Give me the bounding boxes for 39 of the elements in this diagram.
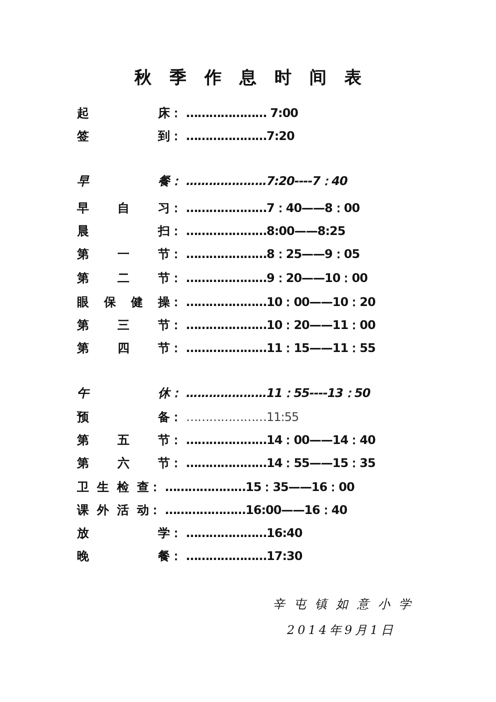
schedule-time: …………………14：00——14：40 <box>186 432 376 448</box>
schedule-item-label: 签到： <box>77 128 182 144</box>
schedule-time: …………………11:55 <box>186 410 299 424</box>
schedule-time: …………………7：40——8：00 <box>186 200 360 216</box>
document-title: 秋季作息时间表 <box>133 67 380 89</box>
schedule-time: …………………9：20——10：00 <box>186 270 368 286</box>
schedule-time: …………………10：00——10：20 <box>186 294 376 310</box>
schedule-item-label: 早餐： <box>77 172 182 190</box>
schedule-time: …………………8：25——9：05 <box>186 246 360 262</box>
schedule-item-label: 眼保健操： <box>77 294 182 310</box>
schedule-item-label: 课外活动： <box>77 502 161 518</box>
schedule-time: …………………7:20----7：40 <box>186 172 348 190</box>
schedule-item-label: 放学： <box>77 524 182 542</box>
schedule-time: …………………14：55——15：35 <box>186 454 376 472</box>
schedule-item-label: 第四节： <box>77 340 182 356</box>
schedule-item-label: 第六节： <box>77 454 182 472</box>
schedule-item-label: 预备： <box>77 408 182 426</box>
schedule-time: …………………11：15——11：55 <box>186 340 376 356</box>
schedule-item-label: 早自习： <box>77 200 182 216</box>
schedule-time: ………………… 7:00 <box>186 106 298 120</box>
schedule-item-label: 晨扫： <box>77 222 182 240</box>
schedule-time: …………………10：20——11：00 <box>186 316 376 334</box>
schedule-item-label: 第一节： <box>77 246 182 262</box>
schedule-item-label: 起床： <box>77 104 182 122</box>
schedule-time: …………………16:40 <box>186 526 302 540</box>
schedule-item-label: 第五节： <box>77 432 182 448</box>
schedule-item-label: 卫生检查： <box>77 478 161 496</box>
schedule-time: …………………17:30 <box>186 549 302 563</box>
date-text: 2014年9月1日 <box>287 622 396 639</box>
schedule-time: …………………7:20 <box>186 129 294 143</box>
schedule-time: …………………15：35——16：00 <box>165 478 354 496</box>
schedule-time: …………………16:00——16：40 <box>165 502 348 518</box>
schedule-item-label: 晚餐： <box>77 548 182 564</box>
schedule-item-label: 第二节： <box>77 270 182 286</box>
schedule-item-label: 午休： <box>77 384 182 402</box>
schedule-time: …………………8:00——8:25 <box>186 224 346 238</box>
schedule-item-label: 第三节： <box>77 316 182 334</box>
schedule-time: …………………11：55----13：50 <box>186 384 370 402</box>
school-name: 辛屯镇如意小学 <box>273 596 420 613</box>
